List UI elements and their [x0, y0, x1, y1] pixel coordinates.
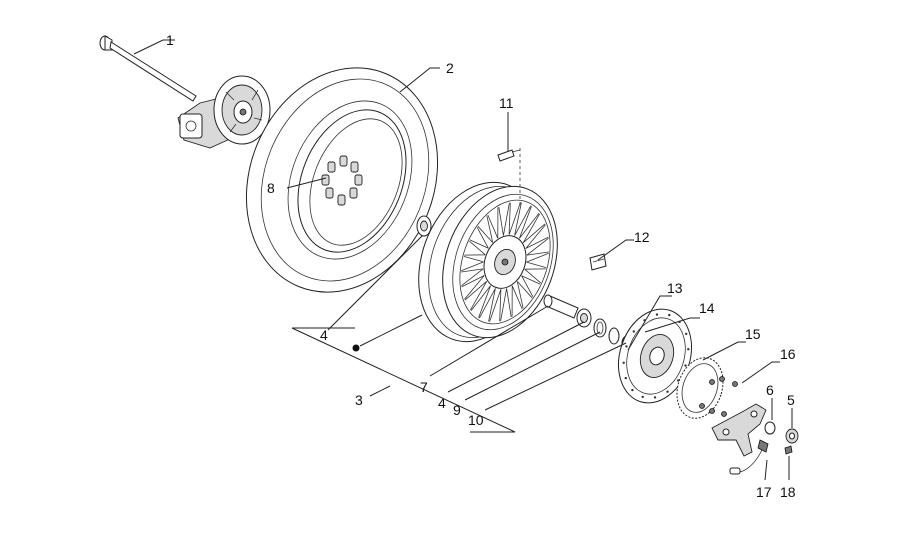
callout-11: 11	[499, 95, 514, 111]
callout-1: 1	[166, 32, 174, 48]
rim-spoke	[461, 275, 485, 300]
callout-4-right: 4	[438, 395, 446, 411]
callout-labels: 1 2 3 4 4 5 6 7 8 9 10 11 12 13 14 15 16…	[166, 32, 796, 500]
spacer-part	[543, 294, 579, 319]
rim-spoke	[461, 256, 484, 272]
disc-hole	[668, 313, 671, 317]
callout-7: 7	[420, 379, 428, 395]
callout-3: 3	[355, 392, 363, 408]
disc-hole	[666, 390, 669, 393]
tyre-part	[245, 67, 439, 293]
rim-spoke	[461, 268, 484, 287]
sensor-bracket-part	[711, 403, 769, 475]
rim-part	[418, 181, 558, 343]
disc-hole	[685, 332, 688, 336]
callout-16: 16	[780, 346, 796, 362]
rim-spoke	[511, 285, 523, 317]
callout-12: 12	[634, 229, 650, 245]
callout-8: 8	[267, 180, 275, 196]
callout-2: 2	[446, 60, 454, 76]
callout-4-left: 4	[320, 327, 328, 343]
rim-spoke	[470, 285, 491, 318]
disc-hole	[677, 379, 680, 382]
rim-spoke	[477, 215, 494, 243]
callout-5: 5	[787, 392, 795, 408]
rim-spoke	[469, 227, 489, 249]
rim-spoke	[464, 280, 488, 311]
rim-spoke	[522, 213, 546, 244]
disc-hole	[687, 348, 690, 351]
rim-spoke	[500, 288, 512, 322]
small-parts	[764, 421, 799, 455]
disc-hole	[624, 376, 627, 380]
rim-spoke	[489, 289, 502, 322]
disc-hole	[622, 361, 625, 364]
disc-hole	[684, 364, 687, 367]
rim-spoke	[526, 252, 549, 268]
rim-spoke	[526, 237, 549, 256]
disc-hole	[631, 388, 634, 392]
rim-spoke	[516, 281, 533, 309]
cush-rubbers-part	[321, 155, 363, 206]
rim-spoke	[478, 288, 496, 322]
screws-part	[699, 376, 738, 417]
callout-14: 14	[699, 300, 715, 316]
leader-lines	[133, 39, 793, 481]
callout-9: 9	[453, 402, 461, 418]
valve-part	[497, 149, 521, 162]
callout-6: 6	[766, 382, 774, 398]
rim-spokes	[461, 202, 549, 322]
disc-hole	[641, 395, 644, 399]
rim-spoke	[498, 202, 510, 236]
leader-dot	[352, 344, 360, 352]
rim-spoke	[525, 224, 549, 249]
callout-18: 18	[780, 484, 796, 500]
left-bearing-part	[416, 215, 432, 237]
rim-spoke	[524, 268, 546, 284]
disc-holes	[622, 313, 690, 399]
axle-part	[99, 35, 197, 102]
rim-spoke	[519, 206, 540, 239]
callout-17: 17	[756, 484, 772, 500]
disc-hole	[655, 313, 659, 316]
tone-ring-part	[676, 357, 724, 419]
rim-spoke	[487, 207, 499, 239]
callout-13: 13	[667, 280, 683, 296]
balance-weight-part	[589, 253, 607, 271]
disc-hole	[653, 396, 657, 399]
rim-spoke	[521, 275, 541, 297]
disc-hole	[625, 345, 628, 348]
rim-spoke	[464, 240, 486, 256]
callout-15: 15	[745, 326, 761, 342]
rim-spoke	[508, 202, 521, 235]
rim-spoke	[514, 202, 532, 236]
callout-10: 10	[468, 412, 484, 428]
hub-assembly-part	[177, 75, 271, 149]
disc-hole	[632, 330, 635, 333]
